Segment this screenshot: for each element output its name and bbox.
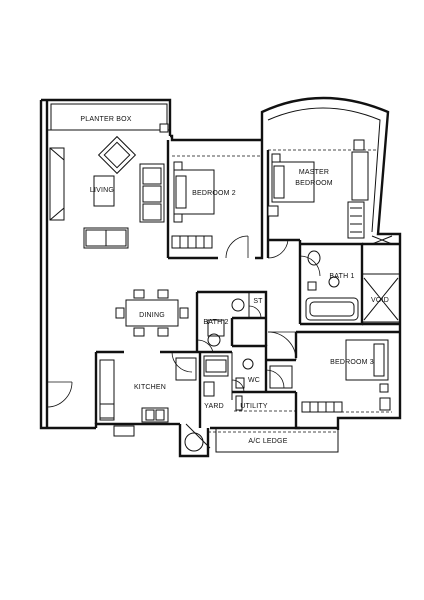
label-void: VOID — [371, 297, 389, 304]
label-wc: WC — [248, 377, 260, 384]
label-dining: DINING — [139, 312, 165, 319]
label-planter-box: PLANTER BOX — [80, 116, 131, 123]
label-master-bedroom-1: MASTER — [299, 169, 329, 176]
label-ac-ledge: A/C LEDGE — [248, 438, 287, 445]
ac-ledge — [215, 428, 339, 453]
label-utility: UTILITY — [240, 403, 268, 410]
label-bath-1: BATH 1 — [329, 273, 354, 280]
label-bath-2: BATH 2 — [203, 319, 228, 326]
label-bedroom-2: BEDROOM 2 — [192, 190, 236, 197]
outer-walls — [39, 96, 402, 430]
yard-bay — [178, 423, 211, 458]
label-living: LIVING — [90, 187, 114, 194]
label-bedroom-3: BEDROOM 3 — [330, 359, 374, 366]
room-labels: PLANTER BOX LIVING BEDROOM 2 MASTER BEDR… — [80, 116, 389, 445]
dashed-lines — [172, 149, 392, 433]
furniture — [49, 135, 399, 437]
label-yard: YARD — [204, 403, 224, 410]
planter-box — [47, 103, 170, 133]
label-master-bedroom-2: BEDROOM — [295, 180, 333, 187]
label-kitchen: KITCHEN — [134, 384, 166, 391]
doors — [46, 235, 321, 408]
interior-walls — [94, 140, 400, 430]
label-st: ST — [253, 298, 263, 305]
